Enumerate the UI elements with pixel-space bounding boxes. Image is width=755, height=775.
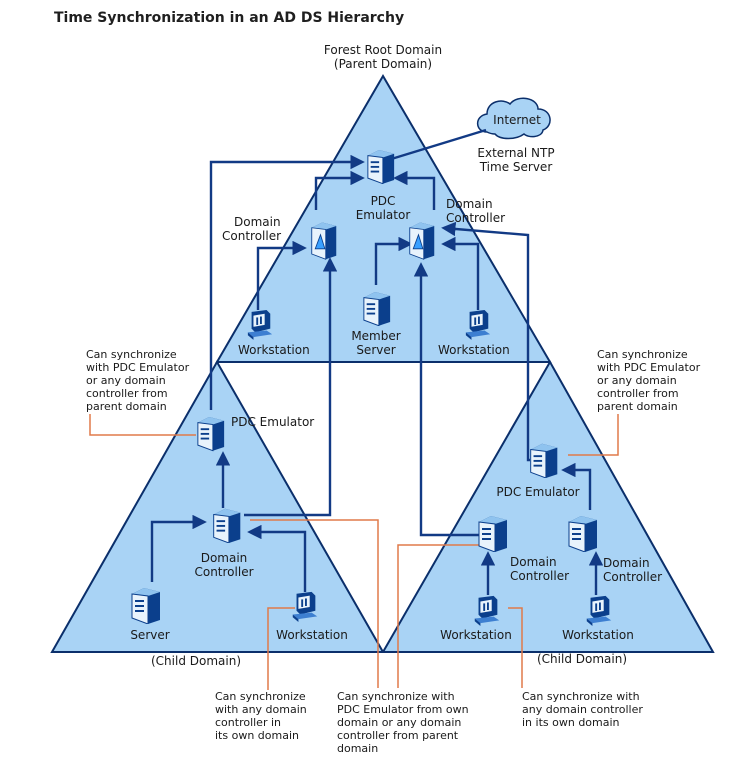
svg-text:parent domain: parent domain (597, 400, 678, 413)
root-dc-right-label-2: Controller (446, 211, 505, 225)
root-ws-left-label: Workstation (238, 343, 310, 357)
forest-root-label: Forest Root Domain (324, 43, 442, 57)
right-ws2-label: Workstation (562, 628, 634, 642)
svg-text:Can synchronize: Can synchronize (597, 348, 688, 361)
svg-text:or any domain: or any domain (597, 374, 677, 387)
left-dc-label-1: Domain (201, 551, 248, 565)
svg-text:with PDC Emulator: with PDC Emulator (597, 361, 701, 374)
left-ws-label: Workstation (276, 628, 348, 642)
left-server-to-dc-arrow (150, 514, 207, 582)
left-pdc-label: PDC Emulator (231, 415, 314, 429)
internet-label: Internet (493, 113, 541, 127)
server-icon (213, 508, 241, 543)
server-icon (363, 291, 391, 326)
server-icon (131, 587, 161, 624)
root-dc-left-label-1: Domain (234, 215, 281, 229)
right-ws1-label: Workstation (440, 628, 512, 642)
svg-text:controller in: controller in (215, 716, 281, 729)
root-dc-left-label-2: Controller (222, 229, 281, 243)
root-pdc-label-1: PDC (371, 194, 396, 208)
right-dc2-label-2: Controller (603, 570, 662, 584)
server-icon (367, 149, 395, 184)
right-dc2-to-pdc-arrow (561, 462, 592, 510)
member-server-label-1: Member (351, 329, 400, 343)
svg-text:PDC Emulator from own: PDC Emulator from own (337, 703, 469, 716)
mid-dc-annotation: Can synchronize with PDC Emulator from o… (337, 690, 469, 755)
member-server-label-2: Server (356, 343, 395, 357)
left-dc-label-2: Controller (194, 565, 253, 579)
svg-text:in its own domain: in its own domain (522, 716, 620, 729)
right-dc2-label-1: Domain (603, 556, 650, 570)
svg-text:with PDC Emulator: with PDC Emulator (86, 361, 190, 374)
mid-dc-callout-line-1 (250, 519, 379, 688)
right-pdc-callout-line (568, 414, 619, 456)
svg-text:Can synchronize: Can synchronize (86, 348, 177, 361)
cloud-icon (476, 97, 551, 140)
root-pdc-label-2: Emulator (356, 208, 411, 222)
svg-text:or any domain: or any domain (86, 374, 166, 387)
server-icon (568, 515, 598, 552)
left-child-domain-label: (Child Domain) (151, 654, 241, 668)
diagram-title: Time Synchronization in an AD DS Hierarc… (54, 10, 404, 26)
right-dc1-to-root-dc-arrow (413, 262, 480, 537)
left-dc-to-root-dc-arrow (244, 257, 338, 517)
right-dc1-label-1: Domain (510, 555, 557, 569)
time-server-label: Time Server (479, 160, 553, 174)
left-ws-callout-line (267, 607, 295, 690)
svg-text:controller from parent: controller from parent (337, 729, 459, 742)
member-server-to-dc-arrow (374, 236, 413, 285)
forest-root-domain-triangle (215, 74, 552, 363)
left-ws-annotation: Can synchronize with any domain controll… (215, 690, 307, 742)
svg-text:its own domain: its own domain (215, 729, 299, 742)
right-pdc-to-root-dc-arrow (441, 221, 530, 462)
domain-controller-icon (409, 222, 435, 260)
domain-controller-icon (311, 222, 337, 260)
right-ws-callout-line (508, 607, 523, 688)
svg-text:any domain controller: any domain controller (522, 703, 643, 716)
svg-text:Can synchronize with: Can synchronize with (522, 690, 640, 703)
root-dc-left-to-pdc-arrow (314, 170, 365, 210)
left-ws-to-dc-arrow (247, 524, 307, 592)
mid-dc-callout-line-2 (397, 544, 480, 688)
left-pdc-callout-line (89, 414, 196, 436)
root-dc-right-label-1: Domain (446, 197, 493, 211)
svg-text:domain or any domain: domain or any domain (337, 716, 461, 729)
left-child-domain-triangle (50, 359, 385, 653)
svg-text:Can synchronize with: Can synchronize with (337, 690, 455, 703)
svg-text:domain: domain (337, 742, 378, 755)
parent-domain-label: (Parent Domain) (334, 57, 432, 71)
right-child-domain-label: (Child Domain) (537, 652, 627, 666)
root-ws-right-to-dc-arrow (441, 236, 480, 310)
pdc-to-internet-link (387, 128, 487, 162)
svg-text:parent domain: parent domain (86, 400, 167, 413)
left-pdc-to-root-pdc-arrow (209, 154, 365, 410)
right-pdc-label: PDC Emulator (496, 485, 579, 499)
right-child-domain-triangle (381, 359, 715, 653)
left-server-label: Server (130, 628, 169, 642)
right-dc1-label-2: Controller (510, 569, 569, 583)
right-pdc-annotation: Can synchronize with PDC Emulator or any… (597, 348, 701, 413)
svg-text:controller from: controller from (597, 387, 679, 400)
left-pdc-annotation: Can synchronize with PDC Emulator or any… (86, 348, 190, 413)
root-ws-right-label: Workstation (438, 343, 510, 357)
right-ws-annotation: Can synchronize with any domain controll… (522, 690, 643, 729)
server-icon (530, 443, 558, 478)
server-icon (478, 515, 508, 552)
root-ws-left-to-dc-arrow (256, 240, 307, 310)
root-dc-right-to-pdc-arrow (393, 170, 436, 210)
external-ntp-label: External NTP (477, 146, 554, 160)
server-icon (197, 416, 225, 452)
svg-text:controller from: controller from (86, 387, 168, 400)
svg-text:with any domain: with any domain (215, 703, 307, 716)
svg-text:Can synchronize: Can synchronize (215, 690, 306, 703)
